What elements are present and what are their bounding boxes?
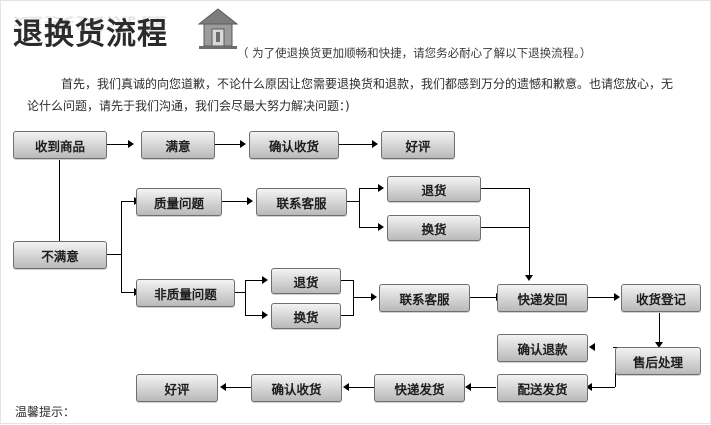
edge-split-trunk xyxy=(359,188,360,228)
intro-paragraph: 首先，我们真诚的向您道歉，不论什么原因让您需要退换货和退款，我们都感到万分的遗憾… xyxy=(27,73,687,117)
edge-n9-n14 xyxy=(479,227,529,228)
edge-n20-n21 xyxy=(223,387,251,388)
intro-line-1: 首先，我们真诚的向您道歉，不论什么原因让您需要退换货和退款，我们都感到万分的遗憾… xyxy=(61,77,674,91)
node-good-review[interactable]: 好评 xyxy=(381,131,455,159)
edge-n19-n20 xyxy=(346,387,374,388)
node-courier-ship[interactable]: 快递发货 xyxy=(374,374,465,402)
edge-n10-n12 xyxy=(245,315,263,316)
page-title: 退换货流程 xyxy=(13,17,168,52)
edge-arrow xyxy=(525,275,533,281)
edge-n5-branch xyxy=(105,254,121,255)
node-non-quality-issue[interactable]: 非质量问题 xyxy=(136,279,235,307)
edge-n10-n11 xyxy=(245,280,263,281)
node-exchange-1[interactable]: 换货 xyxy=(387,215,481,241)
edge-n2-n3 xyxy=(213,144,241,145)
edge-arrow xyxy=(378,223,384,231)
node-quality-issue[interactable]: 质量问题 xyxy=(136,188,222,216)
edge-arrow xyxy=(371,293,377,301)
edge-arrow xyxy=(465,383,471,391)
node-after-sales[interactable]: 售后处理 xyxy=(615,347,701,375)
node-unsatisfied[interactable]: 不满意 xyxy=(13,241,107,269)
edge-n12-join xyxy=(339,315,353,316)
node-satisfied[interactable]: 满意 xyxy=(141,131,215,159)
edge-arrow xyxy=(247,197,253,205)
edge-arrow xyxy=(128,140,134,148)
node-confirm-receipt-2[interactable]: 确认收货 xyxy=(251,374,342,402)
edge-n11-join xyxy=(339,280,353,281)
edge-split-trunk-2 xyxy=(245,280,246,316)
edge-arrow xyxy=(240,140,246,148)
edge-n17-n18 xyxy=(589,387,615,388)
node-contact-service-2[interactable]: 联系客服 xyxy=(379,284,470,312)
node-courier-return[interactable]: 快递发回 xyxy=(497,284,588,312)
node-good-review-2[interactable]: 好评 xyxy=(136,374,218,402)
edge-n3-n4 xyxy=(337,144,373,145)
edge-arrow xyxy=(589,343,595,351)
edge-n1-n2 xyxy=(105,144,129,145)
edge-n18-n19 xyxy=(468,387,496,388)
edge-n6-n7 xyxy=(220,201,248,202)
node-confirm-receipt[interactable]: 确认收货 xyxy=(249,131,339,159)
edge-arrow xyxy=(614,293,620,301)
edge-n14-n15 xyxy=(586,297,615,298)
edge-n10-split xyxy=(233,292,245,293)
node-delivery-ship[interactable]: 配送发货 xyxy=(497,374,588,402)
edge-n8-n14 xyxy=(479,188,529,189)
edge-n15-n17 xyxy=(659,313,660,343)
node-confirm-refund[interactable]: 确认退款 xyxy=(497,334,588,362)
footer-tip: 温馨提示： xyxy=(15,405,76,419)
edge-n13-n14 xyxy=(468,297,497,298)
node-return-1[interactable]: 退货 xyxy=(387,176,481,202)
edge-branch-trunk xyxy=(121,201,122,292)
intro-line-2: 论什么问题，请先于我们沟通，我们会尽最大努力解决问题：) xyxy=(27,99,350,113)
edge-arrow xyxy=(378,184,384,192)
node-exchange-2[interactable]: 换货 xyxy=(271,303,341,329)
node-received-goods[interactable]: 收到商品 xyxy=(13,131,107,159)
edge-n7-n8 xyxy=(359,188,379,189)
edge-arrow xyxy=(343,383,349,391)
node-receipt-register[interactable]: 收货登记 xyxy=(621,284,701,312)
edge-n1-n5 xyxy=(59,160,60,247)
edge-n17-n18-v xyxy=(615,373,616,387)
edge-n5-n6 xyxy=(121,201,135,202)
edge-n5-n10 xyxy=(121,292,135,293)
node-contact-service-1[interactable]: 联系客服 xyxy=(256,188,347,216)
house-icon xyxy=(197,8,239,49)
edge-arrow xyxy=(220,383,226,391)
edge-n7-split xyxy=(345,201,359,202)
edge-n8-n14-v xyxy=(529,188,530,276)
edge-join-n13 xyxy=(353,297,372,298)
edge-arrow xyxy=(372,140,378,148)
edge-join-trunk-2 xyxy=(353,280,354,316)
edge-arrow xyxy=(655,342,663,348)
edge-n7-n9 xyxy=(359,227,379,228)
header-subtitle: （ 为了使退换货更加顺畅和快捷，请您务必耐心了解以下退换流程。） xyxy=(237,46,592,60)
node-return-2[interactable]: 退货 xyxy=(271,268,341,294)
edge-arrow xyxy=(262,276,268,284)
edge-arrow xyxy=(262,311,268,319)
